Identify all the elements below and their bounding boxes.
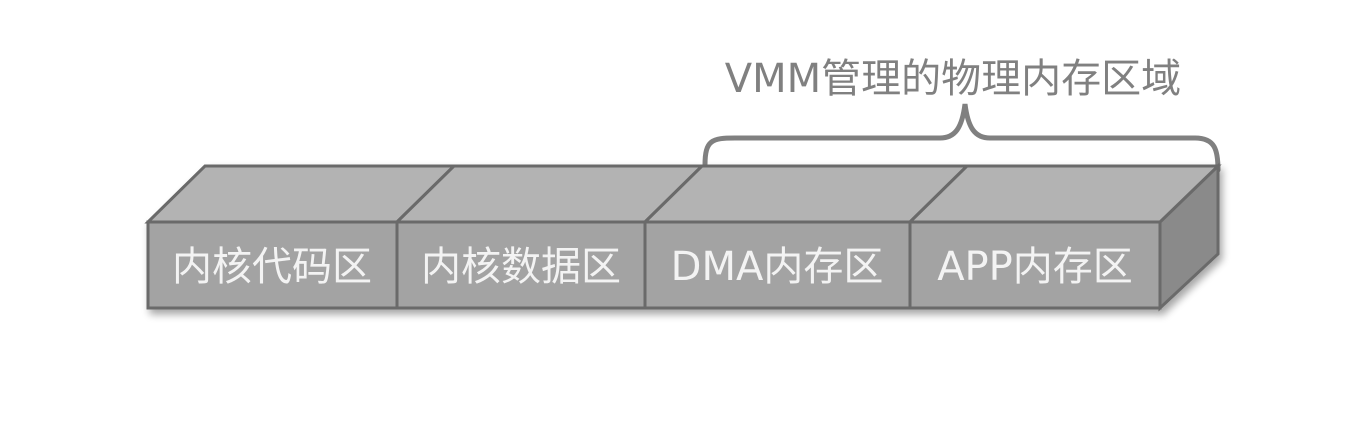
memory-bar: 内核代码区 内核数据区 DMA内存区 APP内存区 — [144, 162, 1222, 312]
brace-shape — [702, 103, 1221, 173]
segment-label: 内核数据区 — [421, 244, 621, 290]
managed-region-brace: VMM管理的物理内存区域 — [702, 56, 1221, 173]
segment-label: 内核代码区 — [172, 244, 372, 290]
brace-label: VMM管理的物理内存区域 — [725, 56, 1181, 102]
segment-kernel-code: 内核代码区 — [144, 164, 458, 310]
segment-front-face — [146, 220, 399, 310]
segment-kernel-data: 内核数据区 — [393, 164, 706, 310]
segment-front-face — [908, 220, 1162, 310]
segment-app-memory: APP内存区 — [906, 164, 1222, 310]
segment-label: APP内存区 — [937, 244, 1133, 290]
segment-label: DMA内存区 — [671, 244, 884, 290]
segment-dma-memory: DMA内存区 — [641, 164, 971, 310]
segment-front-face — [643, 220, 912, 310]
